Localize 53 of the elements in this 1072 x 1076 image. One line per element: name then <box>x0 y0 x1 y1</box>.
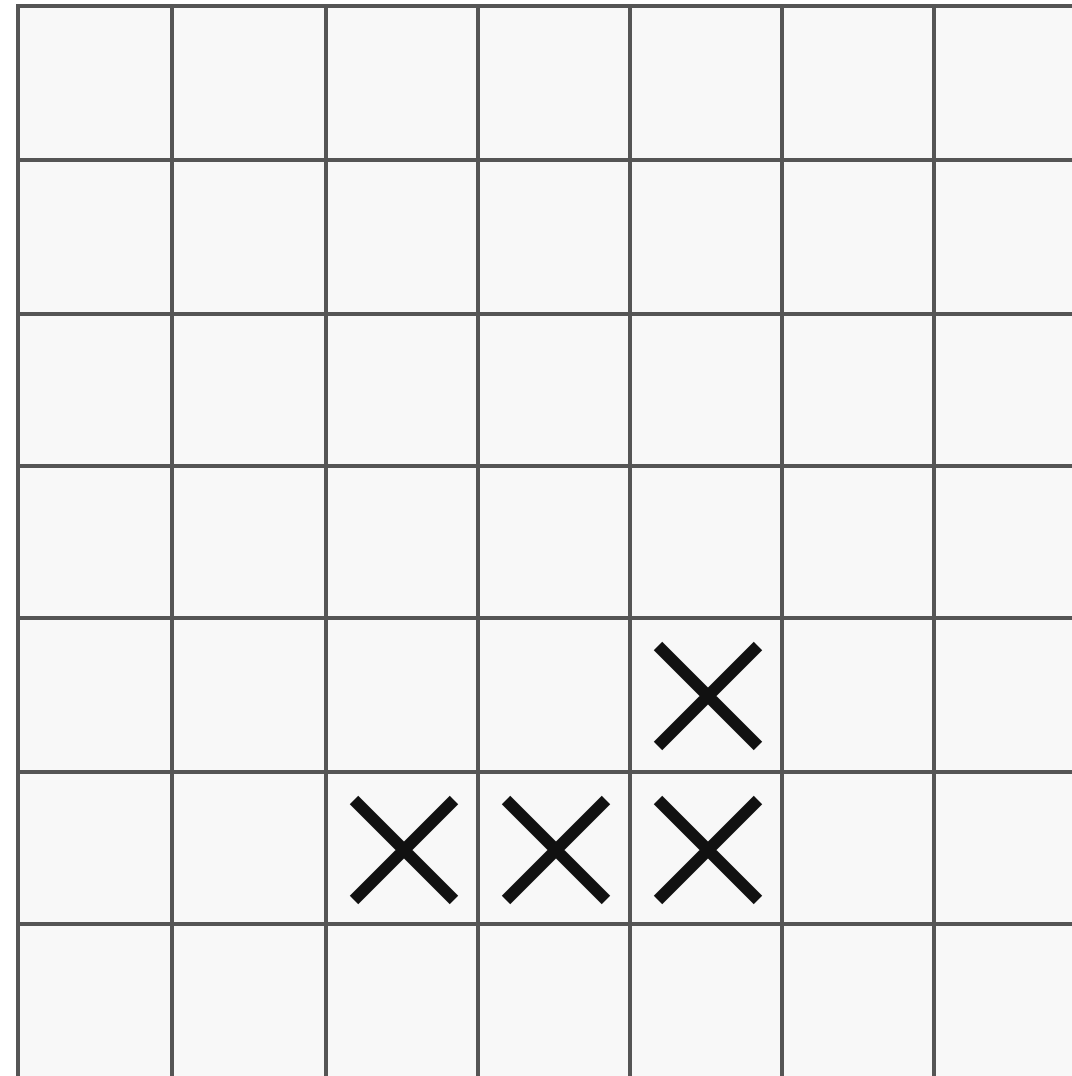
grid-cell <box>932 616 1072 770</box>
grid-cell <box>476 770 628 922</box>
grid-cell <box>16 312 170 464</box>
cross-mark <box>652 640 764 752</box>
grid-cell <box>170 922 324 1076</box>
grid-cell <box>932 464 1072 616</box>
grid-cell <box>324 616 476 770</box>
grid-cell <box>628 616 780 770</box>
grid-cell <box>780 770 932 922</box>
grid-cell <box>780 922 932 1076</box>
grid-cell <box>170 770 324 922</box>
grid-cell <box>324 922 476 1076</box>
grid-cell <box>780 4 932 158</box>
grid-cell <box>476 922 628 1076</box>
grid-cell <box>780 464 932 616</box>
grid-cell <box>16 4 170 158</box>
grid-cell <box>170 464 324 616</box>
grid-cell <box>932 158 1072 312</box>
grid-cell <box>932 922 1072 1076</box>
grid-cell <box>16 464 170 616</box>
grid-cell <box>16 616 170 770</box>
grid-cell <box>628 464 780 616</box>
grid-cell <box>170 158 324 312</box>
grid-cell <box>170 312 324 464</box>
grid-cell <box>628 770 780 922</box>
grid-cell <box>16 770 170 922</box>
grid-cell <box>16 922 170 1076</box>
grid-cell <box>476 4 628 158</box>
grid-cell <box>932 312 1072 464</box>
grid-cell <box>476 464 628 616</box>
grid-cell <box>476 312 628 464</box>
grid-cell <box>16 158 170 312</box>
cross-mark <box>500 794 612 906</box>
grid-cell <box>628 158 780 312</box>
grid-cell <box>932 770 1072 922</box>
grid-cell <box>780 616 932 770</box>
grid-cell <box>324 770 476 922</box>
grid-cell <box>476 616 628 770</box>
grid-cell <box>324 158 476 312</box>
grid-cell <box>628 922 780 1076</box>
grid-cell <box>476 158 628 312</box>
grid-cell <box>932 4 1072 158</box>
grid-cell <box>628 4 780 158</box>
grid-cell <box>170 616 324 770</box>
grid-cell <box>324 312 476 464</box>
grid-cell <box>324 464 476 616</box>
grid-cell <box>170 4 324 158</box>
cross-mark <box>652 794 764 906</box>
grid-cell <box>780 312 932 464</box>
cross-mark <box>348 794 460 906</box>
grid-cell <box>324 4 476 158</box>
grid-cell <box>628 312 780 464</box>
grid-cell <box>780 158 932 312</box>
